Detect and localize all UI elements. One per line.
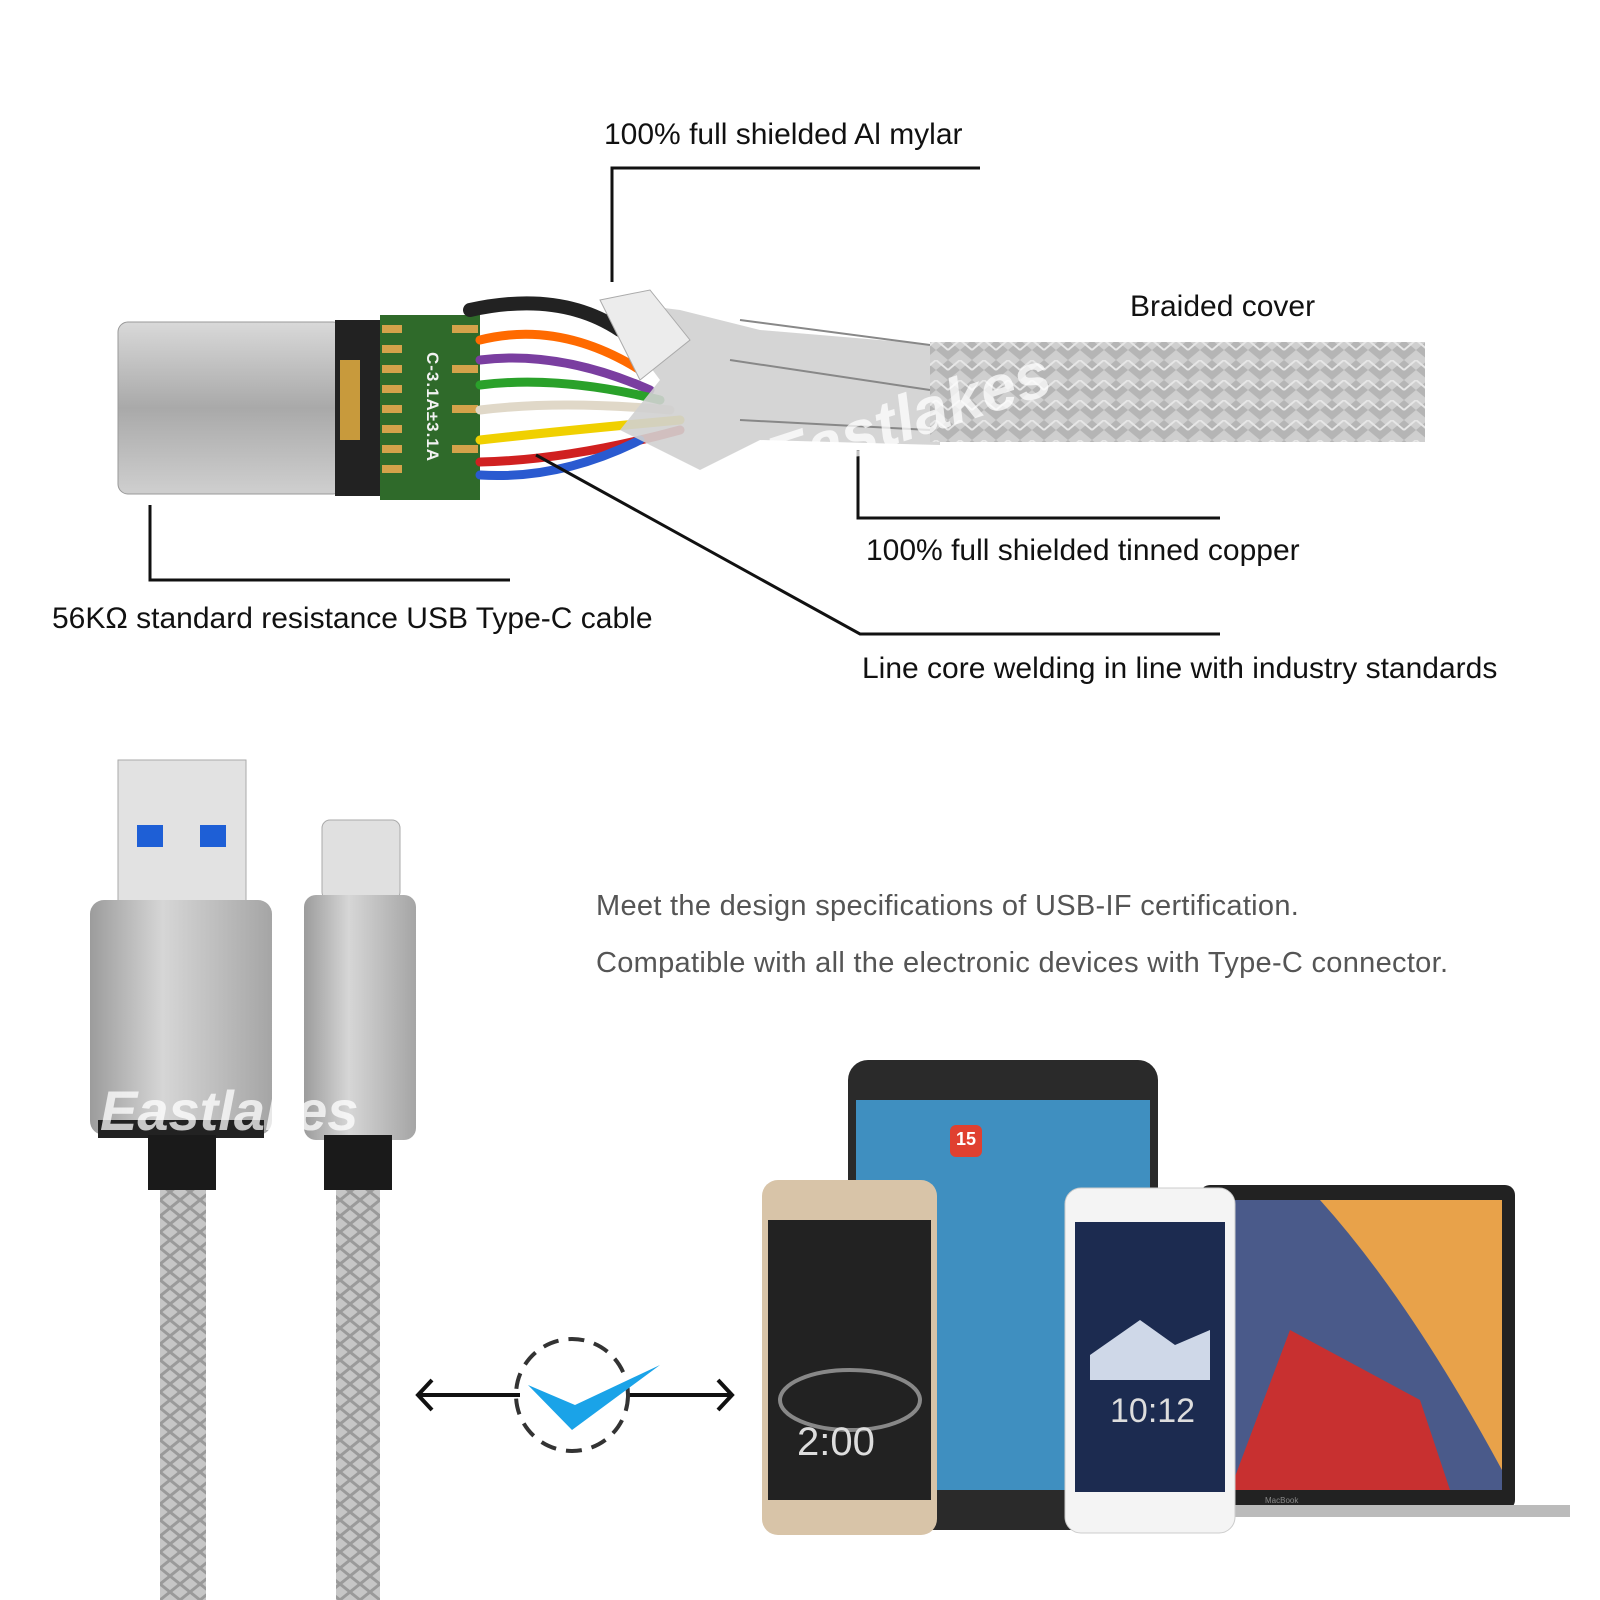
pcb-board [380,315,480,500]
label-tinned-copper: 100% full shielded tinned copper [866,534,1300,567]
braided-cover [930,342,1425,442]
callout-lines [148,166,1220,636]
phone-left-clock: 2:00 [797,1420,875,1464]
label-braided-cover: Braided cover [1130,290,1316,323]
label-welding: Line core welding in line with industry … [862,652,1498,685]
arrow-left-icon [415,1378,520,1412]
label-al-mylar: 100% full shielded Al mylar [604,118,963,151]
calendar-icon-date: 15 [956,1129,977,1149]
phone-left-device [762,1180,937,1535]
watermark-logo-bottom: Eastlakes [100,1079,359,1142]
phone-right-clock: 10:12 [1110,1392,1196,1430]
laptop-label: MacBook [1265,1496,1299,1505]
arrow-right-icon [628,1378,735,1412]
laptop-device [1190,1185,1570,1517]
spec-compatibility: Compatible with all the electronic devic… [596,947,1449,979]
type-c-plug [117,320,385,496]
cable-cross-section-diagram [117,166,1425,636]
usb-a-connector [90,759,272,1600]
checkmark-icon [514,1337,660,1453]
foil-and-copper-shield [599,289,940,470]
phone-right-device [1064,1187,1236,1534]
spec-usb-if: Meet the design specifications of USB-IF… [596,890,1300,922]
usb-c-connector [304,819,416,1600]
label-resistance: 56KΩ standard resistance USB Type-C cabl… [52,602,653,635]
